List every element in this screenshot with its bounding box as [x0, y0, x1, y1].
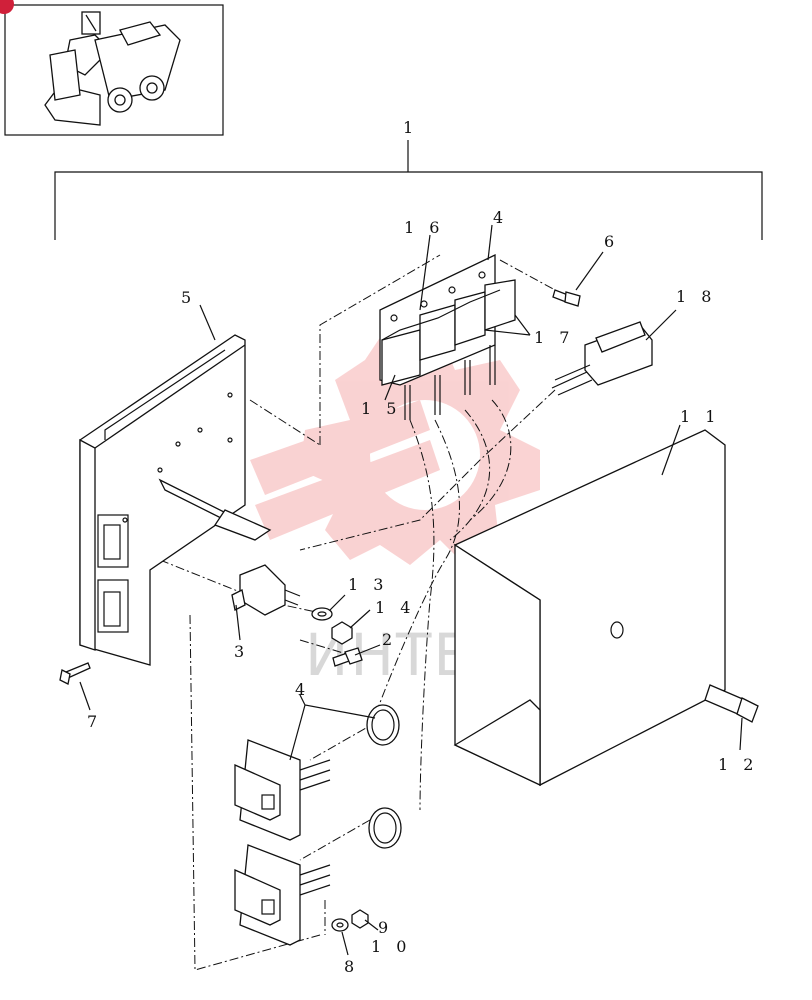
part-5-mounting-panel: [79, 334, 272, 666]
callout-4-top: 4: [493, 208, 508, 227]
part-9-nut: [351, 909, 369, 929]
callout-15: 1 5: [361, 399, 401, 418]
callout-18: 1 8: [676, 287, 716, 306]
callout-13: 1 3: [348, 575, 388, 594]
callout-7: 7: [87, 712, 102, 731]
part-11-cover: [453, 429, 726, 787]
callout-12: 1 2: [718, 755, 758, 774]
callout-labels: 1 1 6 4 6 1 8 5 1 7 1 5 1 1 1 3 1 4 2 3 …: [87, 118, 758, 976]
part-4-harness-connectors: [234, 739, 331, 946]
part-8-washer: [331, 918, 349, 932]
part-12-bolt: [704, 684, 759, 723]
callout-16: 1 6: [404, 218, 444, 237]
part-2-screw: [332, 647, 363, 667]
part-18-connector: [551, 321, 653, 396]
callout-9: 9: [378, 918, 393, 937]
part-7-bolt: [59, 662, 91, 685]
callout-6: 6: [604, 232, 619, 251]
page-badge-icon: [0, 0, 14, 14]
callout-4-bottom: 4: [295, 680, 310, 699]
machine-thumbnail: [0, 0, 224, 136]
callout-11: 1 1: [680, 407, 720, 426]
part-13-washer: [311, 607, 333, 621]
callout-2: 2: [382, 630, 397, 649]
callout-1: 1: [403, 118, 418, 137]
skid-steer-loader-icon: [44, 11, 181, 126]
leader-lines: [79, 224, 743, 956]
part-14-nut: [331, 621, 353, 645]
callout-14: 1 4: [375, 598, 415, 617]
callout-3: 3: [234, 642, 249, 661]
callout-10: 1 0: [371, 937, 411, 956]
part-4-hose-clamps: [366, 704, 402, 849]
callout-5: 5: [181, 288, 196, 307]
assembly-bracket: [54, 140, 763, 240]
part-3-switch: [231, 564, 301, 616]
callout-17: 1 7: [534, 328, 574, 347]
part-16-relay-block: [379, 253, 516, 420]
watermark-gear-logo: [250, 330, 540, 570]
callout-8: 8: [344, 957, 359, 976]
part-6-screw: [552, 289, 581, 307]
